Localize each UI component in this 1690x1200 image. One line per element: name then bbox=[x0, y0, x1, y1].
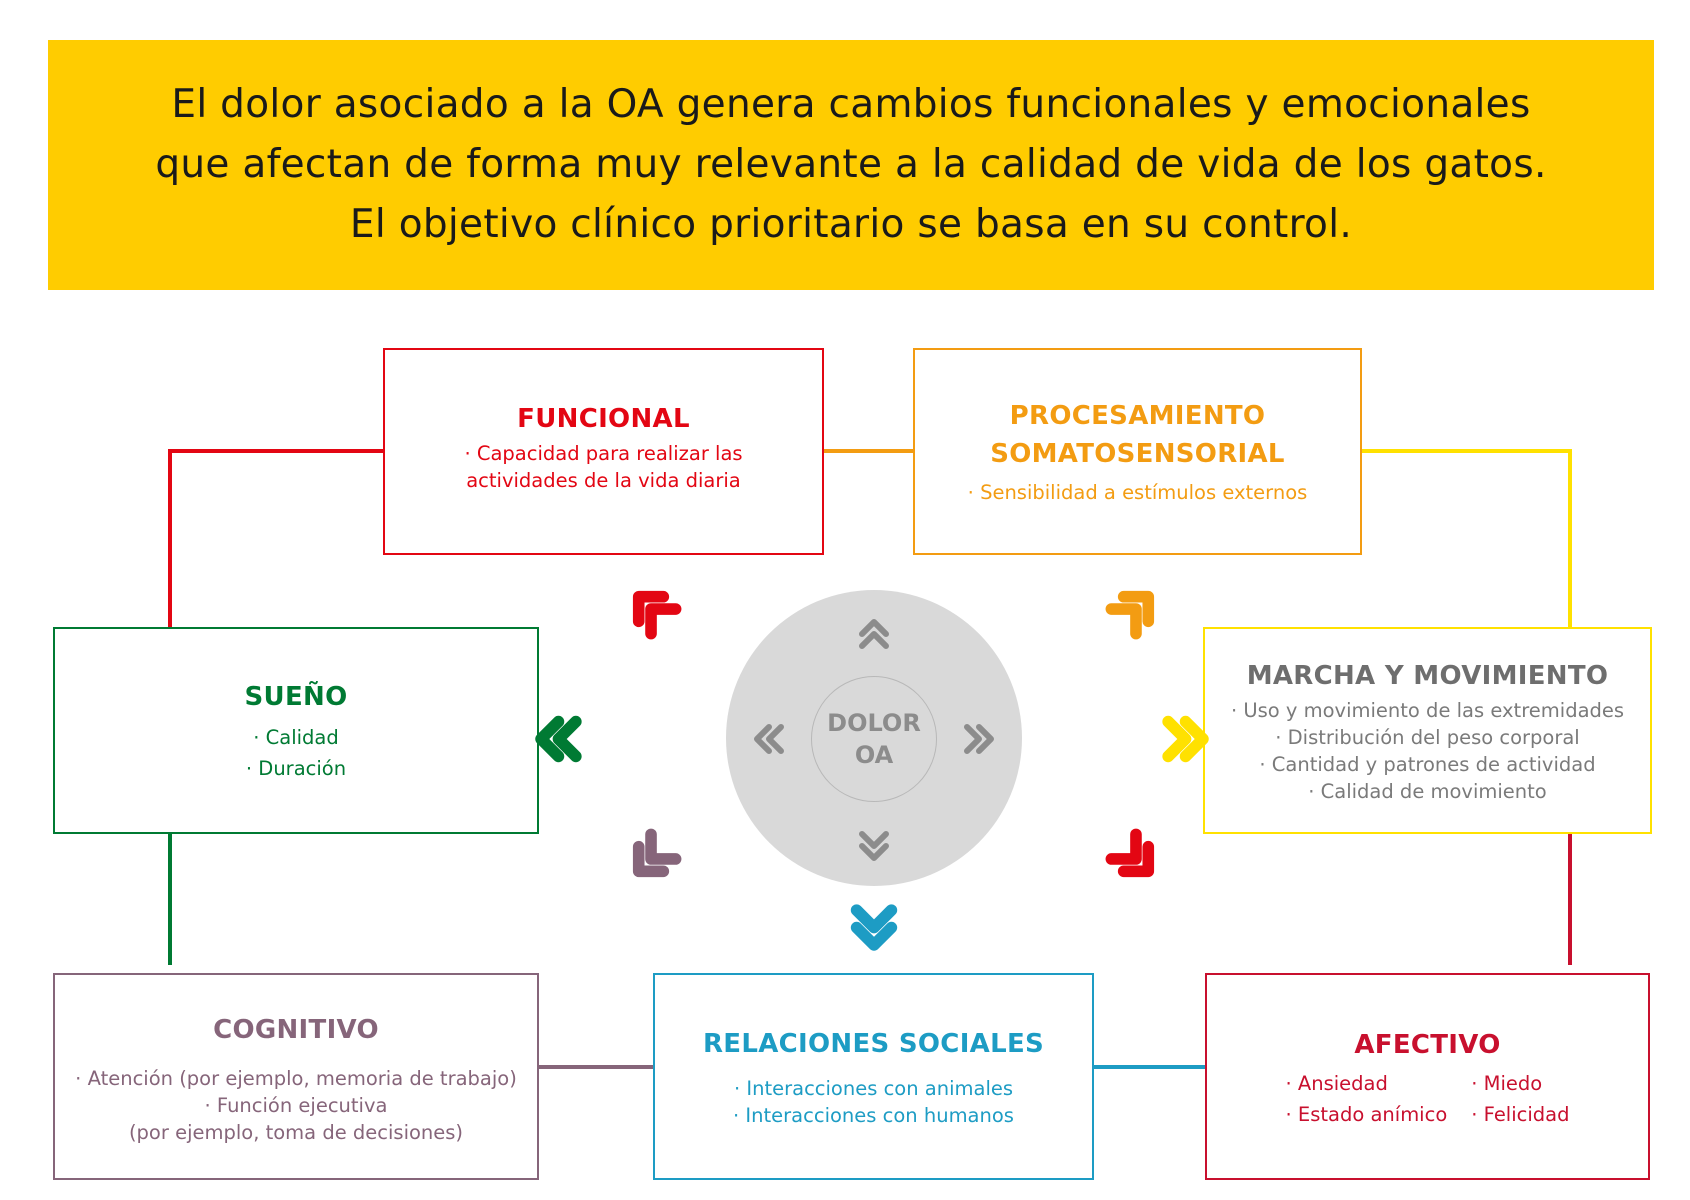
connector-funcional-sueno bbox=[168, 449, 383, 627]
chevron-down-right-icon bbox=[1111, 834, 1160, 883]
box-somatosensorial-title-line-1: PROCESAMIENTO bbox=[1009, 401, 1266, 431]
box-marcha-item: · Uso y movimiento de las extremidades bbox=[1230, 698, 1625, 722]
header-line-1: El dolor asociado a la OA genera cambios… bbox=[171, 82, 1531, 127]
box-sueno: SUEÑO · Calidad · Duración bbox=[53, 627, 539, 834]
box-afectivo-item: · Felicidad bbox=[1471, 1102, 1570, 1126]
box-sueno-title: SUEÑO bbox=[244, 681, 348, 712]
inner-chevron-down-icon bbox=[862, 834, 886, 858]
inner-chevron-right-icon bbox=[967, 727, 991, 751]
inner-chevron-left-icon bbox=[757, 727, 781, 751]
box-cognitivo-title: COGNITIVO bbox=[213, 1015, 379, 1045]
box-relaciones-item: · Interacciones con animales bbox=[733, 1076, 1014, 1100]
box-funcional-item: actividades de la vida diaria bbox=[466, 469, 741, 492]
chevron-up-left-icon bbox=[626, 584, 675, 633]
box-cognitivo-item: (por ejemplo, toma de decisiones) bbox=[128, 1121, 464, 1144]
center-label-line-2: OA bbox=[854, 741, 894, 769]
box-relaciones-item: · Interacciones con humanos bbox=[733, 1103, 1014, 1127]
box-funcional: FUNCIONAL · Capacidad para realizar las … bbox=[383, 348, 824, 555]
box-funcional-item: · Capacidad para realizar las bbox=[464, 442, 743, 465]
chevron-up-right-icon bbox=[1111, 584, 1160, 633]
box-marcha-item: · Cantidad y patrones de actividad bbox=[1259, 752, 1596, 776]
box-marcha-item: · Distribución del peso corporal bbox=[1275, 725, 1580, 749]
box-relaciones-sociales: RELACIONES SOCIALES · Interacciones con … bbox=[653, 973, 1094, 1180]
header-banner: El dolor asociado a la OA genera cambios… bbox=[48, 40, 1654, 290]
box-somatosensorial-title-line-2: SOMATOSENSORIAL bbox=[990, 439, 1285, 469]
box-sueno-item: · Duración bbox=[245, 756, 347, 780]
box-somatosensorial: PROCESAMIENTO SOMATOSENSORIAL · Sensibil… bbox=[913, 348, 1362, 555]
center-label-line-1: DOLOR bbox=[827, 709, 921, 737]
header-line-3: El objetivo clínico prioritario se basa … bbox=[349, 202, 1353, 247]
box-relaciones-title: RELACIONES SOCIALES bbox=[702, 1028, 1045, 1059]
box-funcional-title: FUNCIONAL bbox=[517, 404, 690, 434]
box-marcha-movimiento: MARCHA Y MOVIMIENTO · Uso y movimiento d… bbox=[1203, 627, 1652, 834]
chevron-left-icon bbox=[541, 722, 576, 757]
box-afectivo-item: · Ansiedad bbox=[1285, 1071, 1388, 1095]
header-line-2: que afectan de forma muy relevante a la … bbox=[155, 142, 1547, 187]
box-cognitivo-item: · Función ejecutiva bbox=[204, 1094, 388, 1117]
box-afectivo: AFECTIVO · Ansiedad · Miedo · Estado aní… bbox=[1205, 973, 1650, 1180]
box-marcha-item: · Calidad de movimiento bbox=[1308, 779, 1547, 803]
center-label: DOLOR OA bbox=[811, 676, 937, 802]
box-cognitivo-item: · Atención (por ejemplo, memoria de trab… bbox=[75, 1067, 517, 1090]
connector-somato-marcha bbox=[1362, 449, 1572, 627]
inner-chevron-up-icon bbox=[862, 622, 886, 646]
box-afectivo-title: AFECTIVO bbox=[1354, 1029, 1501, 1060]
box-somatosensorial-item: · Sensibilidad a estímulos externos bbox=[967, 481, 1308, 504]
chevron-right-icon bbox=[1168, 722, 1203, 757]
chevron-down-icon bbox=[857, 910, 892, 945]
box-cognitivo: COGNITIVO · Atención (por ejemplo, memor… bbox=[53, 973, 539, 1180]
box-sueno-item: · Calidad bbox=[253, 725, 339, 749]
box-afectivo-item: · Estado anímico bbox=[1285, 1102, 1448, 1126]
box-marcha-title: MARCHA Y MOVIMIENTO bbox=[1246, 660, 1609, 691]
box-afectivo-item: · Miedo bbox=[1471, 1071, 1543, 1095]
chevron-down-left-icon bbox=[626, 834, 675, 883]
